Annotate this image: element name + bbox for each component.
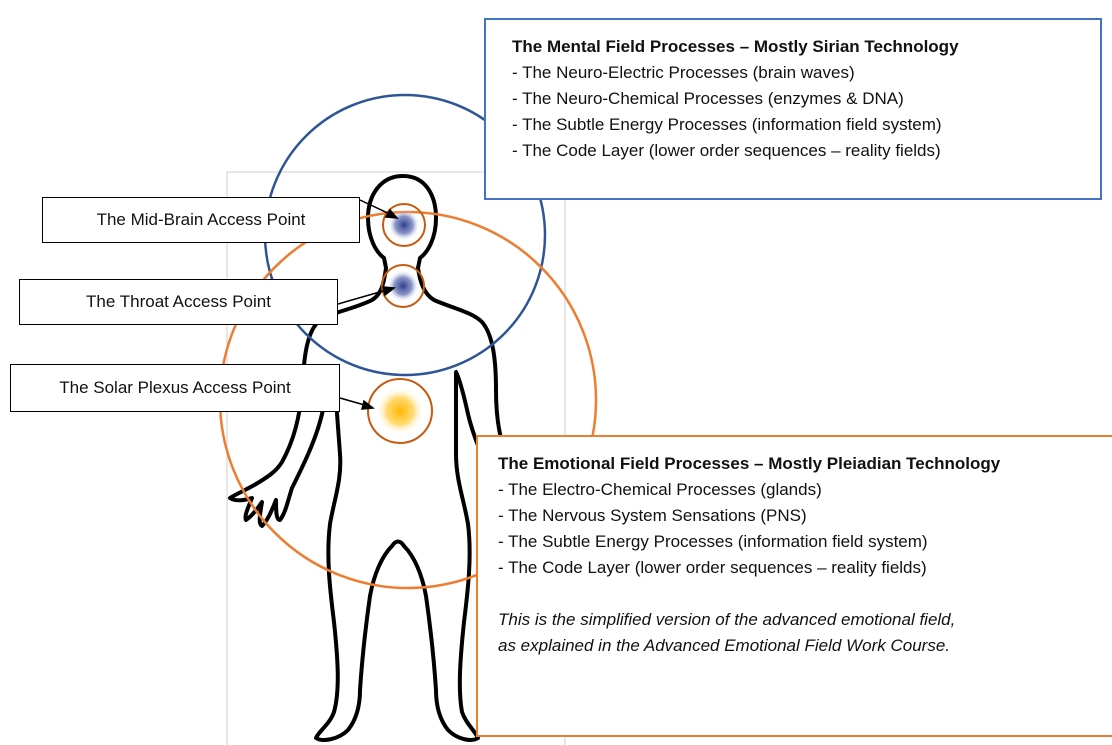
mental-field-item: - The Neuro-Electric Processes (brain wa… — [512, 63, 855, 82]
crotch-outline — [390, 539, 406, 548]
throat-arrowhead — [382, 286, 396, 297]
mental-field-item: - The Subtle Energy Processes (informati… — [512, 115, 942, 134]
mid-brain-arrowhead — [384, 208, 399, 219]
mental-field-box: The Mental Field Processes – Mostly Siri… — [484, 18, 1102, 200]
emotional-field-item: - The Code Layer (lower order sequences … — [498, 558, 927, 577]
emotional-field-note: This is the simplified version of the ad… — [498, 610, 956, 629]
emotional-field-item: - The Electro-Chemical Processes (glands… — [498, 480, 822, 499]
mental-field-item: - The Code Layer (lower order sequences … — [512, 141, 941, 160]
throat-label: The Throat Access Point — [19, 279, 338, 325]
left-body-outline — [228, 266, 394, 742]
head-outline — [366, 174, 405, 270]
mid-brain-label: The Mid-Brain Access Point — [42, 197, 360, 243]
solar-plexus-arrowhead — [361, 399, 375, 410]
solar-plexus-label: The Solar Plexus Access Point — [10, 364, 340, 412]
emotional-field-item: - The Nervous System Sensations (PNS) — [498, 506, 807, 525]
mid-brain-access-ring — [382, 203, 426, 247]
pointer-arrows — [337, 199, 399, 410]
emotional-field-heading: The Emotional Field Processes – Mostly P… — [498, 454, 1001, 473]
throat-arrow — [337, 288, 391, 305]
solar-plexus-glow — [376, 387, 424, 435]
throat-access-ring — [381, 264, 425, 308]
throat-glow — [387, 270, 419, 302]
mental-field-item: - The Neuro-Chemical Processes (enzymes … — [512, 89, 904, 108]
mental-field-heading: The Mental Field Processes – Mostly Siri… — [512, 37, 959, 56]
head-outline-right — [401, 174, 438, 270]
emotional-field-box: The Emotional Field Processes – Mostly P… — [476, 435, 1112, 737]
emotional-field-note: as explained in the Advanced Emotional F… — [498, 636, 950, 655]
emotional-field-item: - The Subtle Energy Processes (informati… — [498, 532, 928, 551]
spacer — [498, 581, 1112, 607]
solar-plexus-access-ring — [367, 378, 433, 444]
